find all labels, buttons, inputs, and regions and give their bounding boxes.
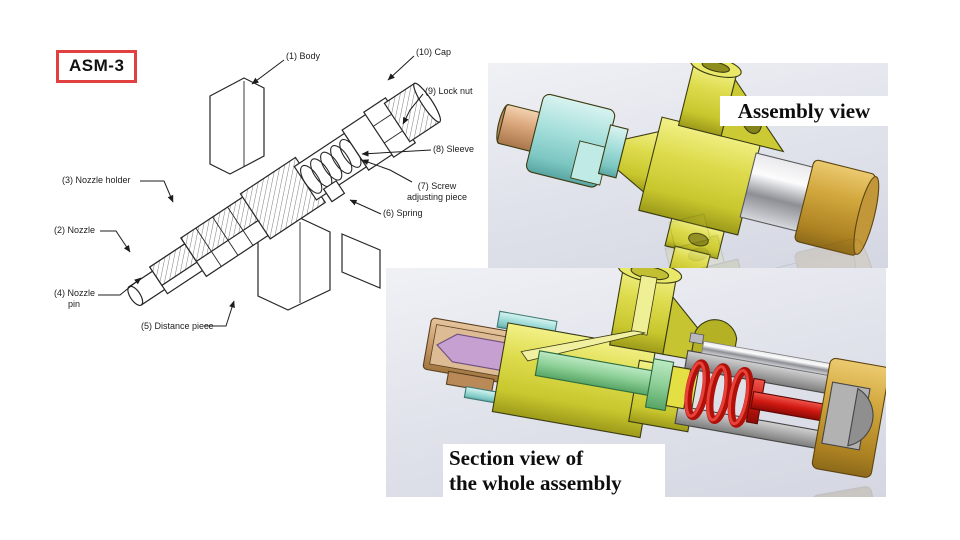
- section-model: [422, 268, 886, 478]
- mounting-flange: [209, 77, 381, 311]
- spring-highlight: [684, 361, 750, 426]
- label-spring: (6) Spring: [383, 208, 423, 218]
- assembly-view-panel: Assembly view: [488, 63, 888, 268]
- inlet-port-bore: [701, 63, 731, 73]
- label-lock-nut: (9) Lock nut: [425, 86, 473, 96]
- label-distance-piece: (5) Distance piece: [141, 321, 214, 331]
- cap-dome-cut: [847, 387, 874, 447]
- label-body: (1) Body: [286, 51, 321, 61]
- part-code-tag: ASM-3: [56, 50, 138, 83]
- section-view-panel: Section view of the whole assembly: [386, 268, 886, 497]
- label-screw-adjusting-piece: (7) Screw adjusting piece: [406, 181, 468, 202]
- label-nozzle: (2) Nozzle: [54, 225, 96, 235]
- pin-stub: [688, 332, 705, 345]
- label-nozzle-pin: (4) Nozzle pin: [54, 288, 96, 309]
- section-model-art: [386, 268, 886, 497]
- label-sleeve: (8) Sleeve: [433, 144, 475, 154]
- injector-cutaway: [127, 82, 442, 307]
- label-nozzle-holder: (3) Nozzle holder: [62, 175, 131, 185]
- label-cap: (10) Cap: [416, 47, 452, 57]
- assembly-view-caption: Assembly view: [720, 96, 888, 126]
- section-view-caption: Section view of the whole assembly: [443, 444, 665, 497]
- exploded-diagram: ASM-3 (1) Body (10) Cap (9) Lock nut (8)…: [42, 38, 474, 360]
- exploded-diagram-art: [98, 55, 442, 327]
- assembly-model: [496, 63, 880, 268]
- leader-lines: [98, 55, 432, 327]
- assembly-model-art: [488, 63, 888, 268]
